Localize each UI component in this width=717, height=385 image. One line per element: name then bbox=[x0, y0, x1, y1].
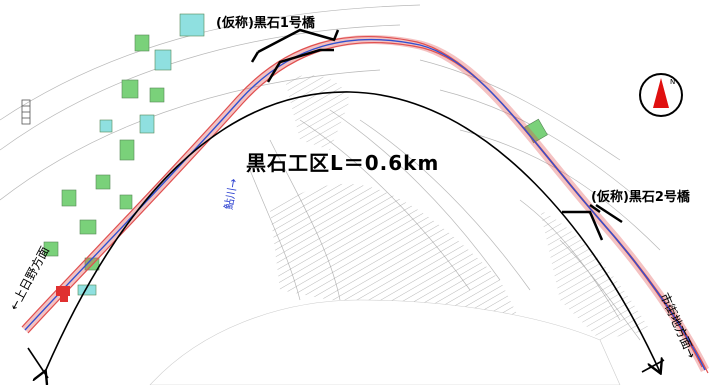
scale-icon bbox=[21, 99, 31, 125]
west-end-marker bbox=[56, 286, 70, 302]
buildings bbox=[43, 13, 548, 296]
bridge-2-bracket bbox=[562, 203, 623, 241]
svg-text:N: N bbox=[670, 78, 675, 86]
hillside-hatching bbox=[270, 183, 520, 320]
bridge-1-bracket bbox=[250, 28, 340, 83]
hillside-hatching-north bbox=[285, 75, 350, 150]
river-bed bbox=[149, 299, 621, 385]
bridge-2-label: (仮称)黒石2号橋 bbox=[591, 190, 690, 205]
road-alignment bbox=[21, 35, 710, 374]
hillside-hatching-east bbox=[540, 210, 650, 340]
north-arrow-icon: N bbox=[639, 73, 683, 117]
section-end-ticks bbox=[27, 347, 665, 379]
section-span-arc bbox=[45, 91, 660, 372]
section-title: 黒石工区L＝0.6km bbox=[246, 151, 440, 175]
bridge-1-label: (仮称)黒石1号橋 bbox=[216, 16, 315, 31]
